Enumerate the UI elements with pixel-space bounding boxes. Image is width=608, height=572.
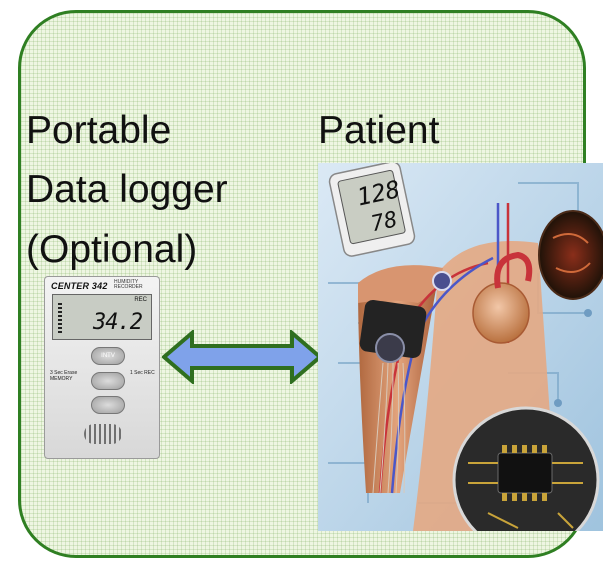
logger-side-right-text: 1 Sec REC	[130, 370, 155, 376]
portable-label: Portable	[26, 109, 172, 152]
aorta-shape	[494, 251, 533, 289]
logger-reading: 34.2	[93, 310, 143, 335]
bp-cuff-dial	[375, 333, 405, 363]
speaker-grille-icon	[84, 424, 122, 444]
logger-mode-button	[91, 372, 125, 390]
data-logger-label: Data logger	[26, 168, 228, 211]
logger-screen: REC 34.2	[52, 294, 152, 340]
circuit-inset-top-detail	[552, 233, 591, 273]
bp-diastolic: 78	[369, 207, 400, 237]
double-arrow-icon	[162, 330, 322, 384]
heart-shape	[472, 282, 530, 344]
logger-brand: CENTER 342	[51, 281, 108, 291]
logger-bar-indicator	[58, 303, 62, 335]
circuit-chip-pins	[502, 445, 547, 501]
cuff-wires	[372, 362, 406, 494]
logger-subtitle: HUMIDITY RECORDER	[114, 279, 143, 291]
logger-side-left-text: 3 Sec Erase MEMORY	[50, 370, 78, 382]
bp-monitor	[328, 163, 416, 257]
patient-label: Patient	[318, 109, 440, 152]
double-arrow-shape	[162, 330, 322, 384]
data-logger-device: CENTER 342 HUMIDITY RECORDER REC 34.2 IN…	[44, 276, 160, 459]
circuit-inset-top	[538, 210, 603, 300]
logger-power-button	[91, 396, 125, 414]
logger-intv-button: INTV	[91, 347, 125, 365]
logger-rec-indicator: REC	[134, 297, 147, 303]
shoulder-shape	[358, 265, 443, 303]
optional-label: (Optional)	[26, 228, 198, 271]
circuit-bottom-traces	[468, 462, 583, 529]
sensor-disc	[432, 271, 452, 291]
circuit-chip	[497, 452, 553, 494]
patient-illustration: 128 78	[318, 163, 603, 531]
